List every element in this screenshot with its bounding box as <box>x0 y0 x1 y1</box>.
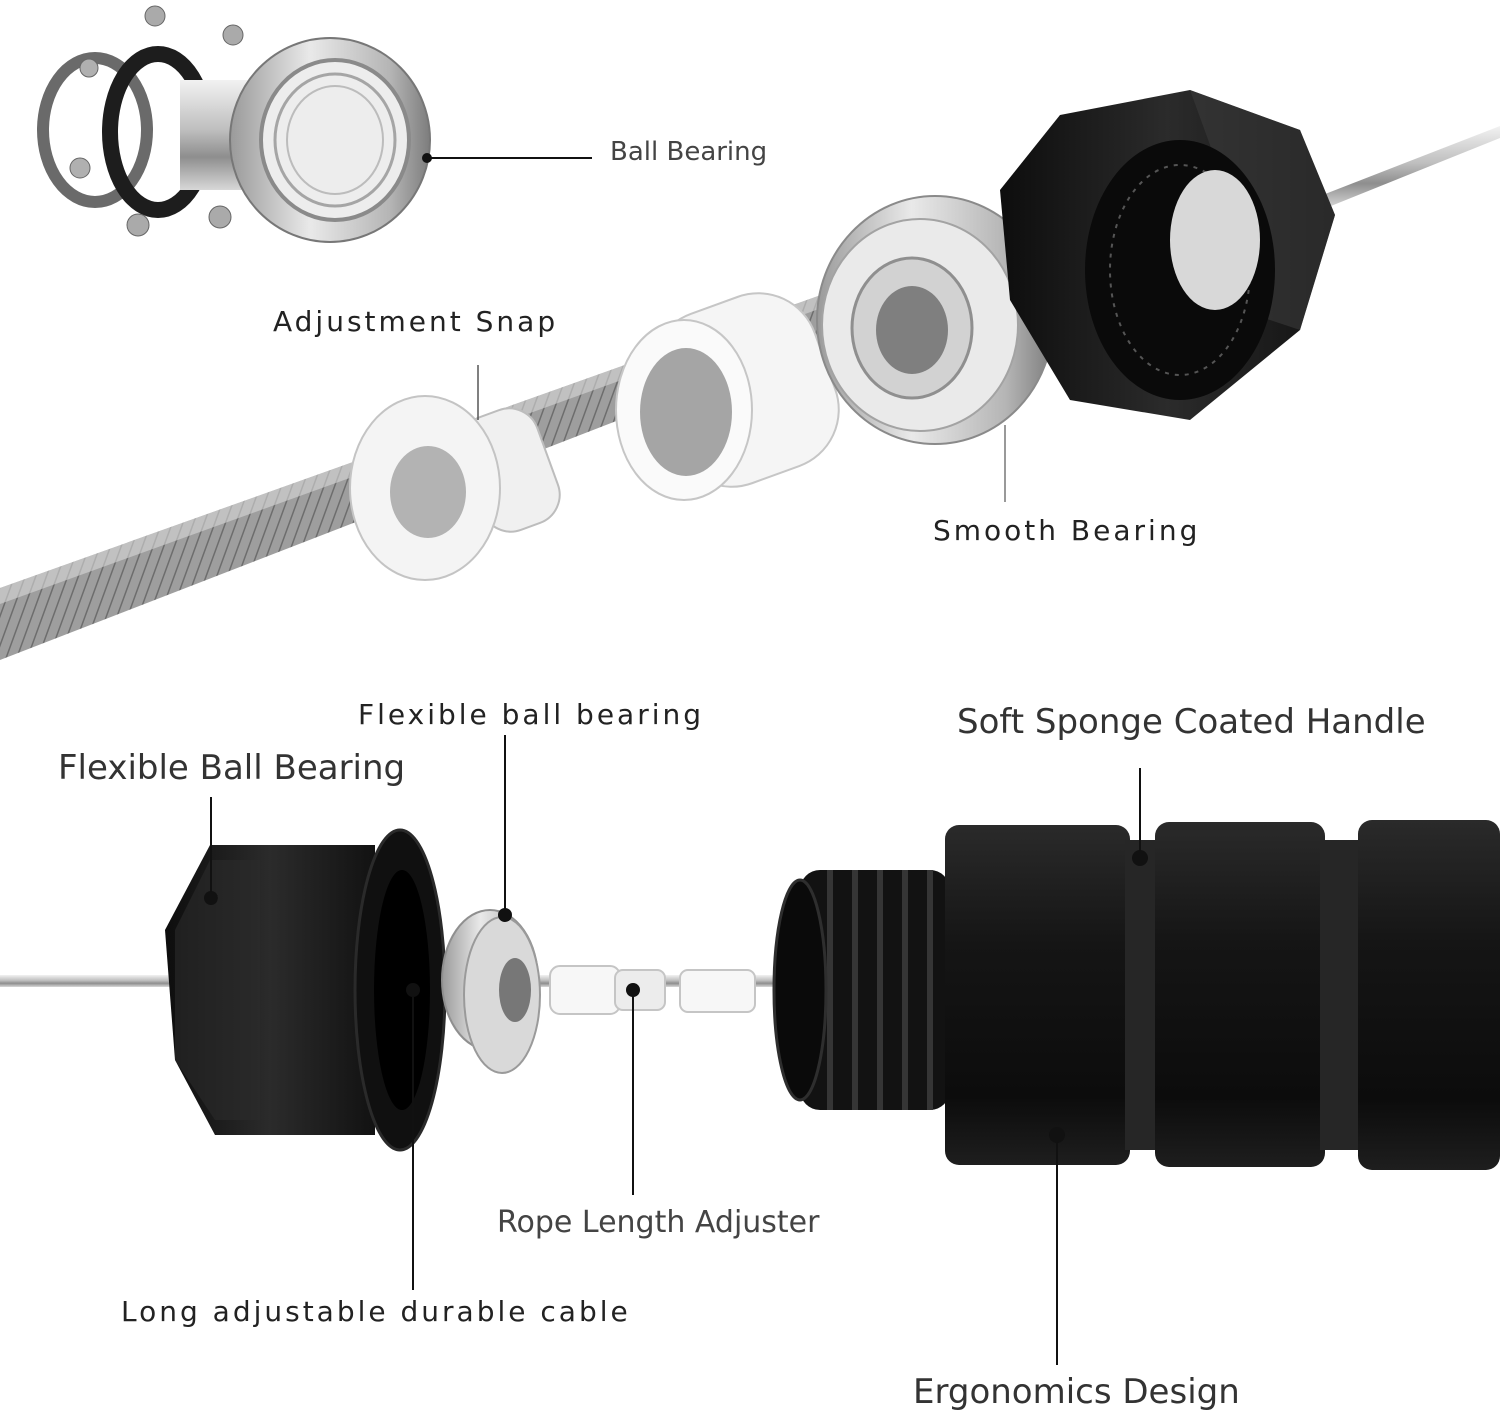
label-rope-length-adjuster: Rope Length Adjuster <box>497 1205 820 1240</box>
foam-handle-icon <box>772 820 1500 1170</box>
label-soft-sponge-handle: Soft Sponge Coated Handle <box>957 702 1426 742</box>
label-smooth-bearing: Smooth Bearing <box>933 514 1201 547</box>
rope-length-adjuster-icon <box>549 965 756 1015</box>
leader-lines-bottom <box>210 735 1141 1365</box>
end-cap-icon <box>165 828 447 1152</box>
leader-dots <box>204 850 1148 1143</box>
smooth-bearing-icon <box>816 195 1054 445</box>
plastic-sleeve-icon <box>615 292 840 501</box>
label-flexible-ball-bearing-lower: Flexible ball bearing <box>358 698 705 731</box>
exploded-ball-bearing-icon <box>37 5 432 243</box>
label-ball-bearing: Ball Bearing <box>610 137 768 167</box>
octagonal-end-cap-icon <box>1000 90 1335 420</box>
label-adjustment-snap: Adjustment Snap <box>273 305 559 338</box>
label-long-cable: Long adjustable durable cable <box>121 1295 631 1328</box>
adjustment-snap-icon <box>349 395 561 581</box>
flexible-ball-bearing-washer-icon <box>441 909 541 1074</box>
label-flexible-ball-bearing-title: Flexible Ball Bearing <box>58 748 406 788</box>
label-ergonomics-design: Ergonomics Design <box>913 1372 1240 1412</box>
